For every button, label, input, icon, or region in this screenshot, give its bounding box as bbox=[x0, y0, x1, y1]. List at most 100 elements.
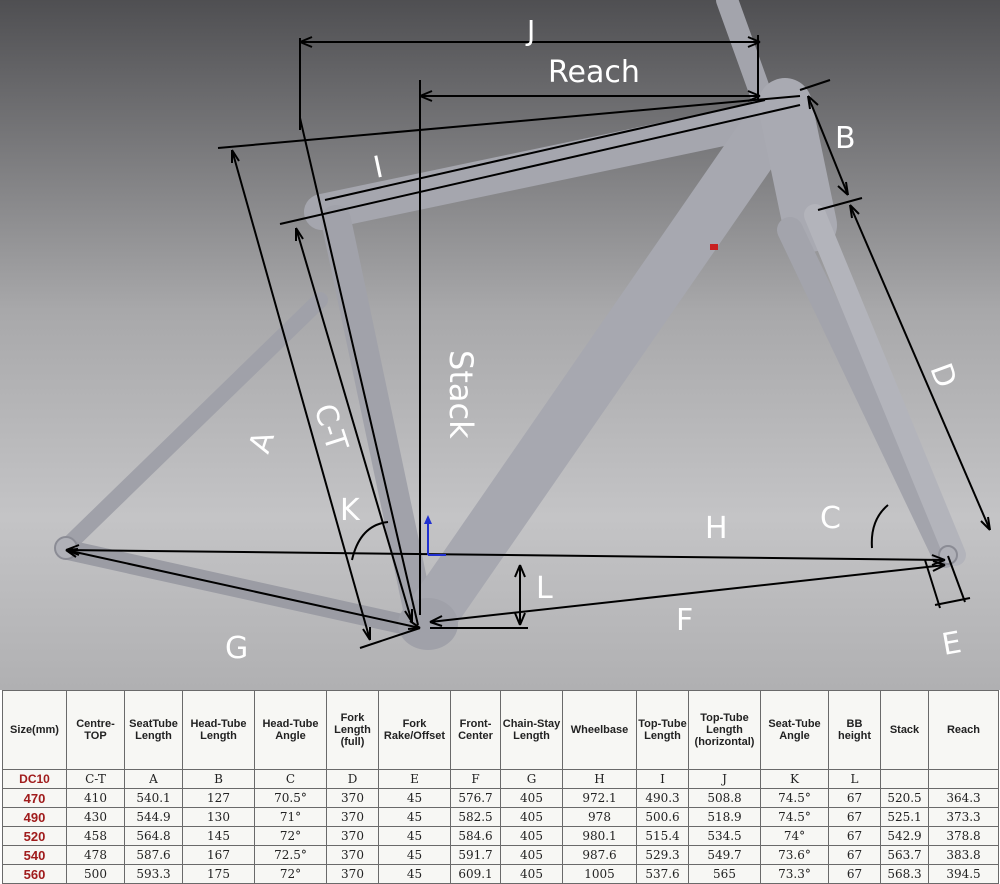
table-cell: B bbox=[182, 769, 255, 789]
red-accent bbox=[710, 244, 718, 250]
label-reach: Reach bbox=[548, 55, 640, 90]
table-cell: 515.4 bbox=[636, 826, 689, 846]
table-cell: F bbox=[450, 769, 501, 789]
col-header: Front-Center bbox=[450, 690, 501, 770]
table-cell: 67 bbox=[828, 826, 881, 846]
table-cell: 410 bbox=[66, 788, 125, 808]
table-cell: 405 bbox=[500, 845, 563, 865]
table-cell: H bbox=[562, 769, 637, 789]
size-cell: DC10 bbox=[2, 769, 67, 789]
table-cell: 563.7 bbox=[880, 845, 929, 865]
col-header: Top-Tube Length (horizontal) bbox=[688, 690, 761, 770]
table-cell: 67 bbox=[828, 807, 881, 827]
table-cell: 540.1 bbox=[124, 788, 183, 808]
col-header: Seat-Tube Angle bbox=[760, 690, 829, 770]
size-cell: 520 bbox=[2, 826, 67, 846]
table-cell: 534.5 bbox=[688, 826, 761, 846]
table-cell: 72° bbox=[254, 826, 327, 846]
label-B: B bbox=[835, 121, 856, 156]
table-cell: 394.5 bbox=[928, 864, 999, 884]
size-cell: 560 bbox=[2, 864, 67, 884]
col-header: Wheelbase bbox=[562, 690, 637, 770]
table-cell: 587.6 bbox=[124, 845, 183, 865]
table-cell: 544.9 bbox=[124, 807, 183, 827]
table-cell: 167 bbox=[182, 845, 255, 865]
dimension-lines bbox=[65, 35, 991, 649]
table-cell: 568.3 bbox=[880, 864, 929, 884]
table-cell: 45 bbox=[378, 788, 451, 808]
table-cell: 1005 bbox=[562, 864, 637, 884]
col-header: Size(mm) bbox=[2, 690, 67, 770]
table-cell bbox=[928, 769, 999, 789]
table-cell: 405 bbox=[500, 864, 563, 884]
col-header: Fork Rake/Offset bbox=[378, 690, 451, 770]
table-cell: I bbox=[636, 769, 689, 789]
table-cell: 127 bbox=[182, 788, 255, 808]
table-cell bbox=[880, 769, 929, 789]
size-cell: 540 bbox=[2, 845, 67, 865]
table-cell: 175 bbox=[182, 864, 255, 884]
label-L: L bbox=[536, 571, 553, 606]
table-header-row: Size(mm) Centre-TOP SeatTube Length Head… bbox=[2, 690, 999, 770]
table-cell: 582.5 bbox=[450, 807, 501, 827]
frame-geometry-diagram: J Reach B I D Stack A C-T K H C L F G E bbox=[0, 0, 1000, 690]
table-cell: L bbox=[828, 769, 881, 789]
table-cell: 490.3 bbox=[636, 788, 689, 808]
table-cell: E bbox=[378, 769, 451, 789]
table-cell: 978 bbox=[562, 807, 637, 827]
table-cell: 373.3 bbox=[928, 807, 999, 827]
table-cell: 364.3 bbox=[928, 788, 999, 808]
seat-stay bbox=[60, 292, 328, 553]
size-cell: 470 bbox=[2, 788, 67, 808]
label-F: F bbox=[676, 603, 693, 638]
table-cell: 564.8 bbox=[124, 826, 183, 846]
label-K: K bbox=[340, 493, 361, 528]
label-H: H bbox=[705, 511, 728, 546]
col-header: BB height bbox=[828, 690, 881, 770]
head-tube bbox=[758, 78, 837, 252]
table-cell: 525.1 bbox=[880, 807, 929, 827]
table-cell: 609.1 bbox=[450, 864, 501, 884]
table-cell: 67 bbox=[828, 788, 881, 808]
table-cell: 378.8 bbox=[928, 826, 999, 846]
table-cell: 74° bbox=[760, 826, 829, 846]
table-cell: D bbox=[326, 769, 379, 789]
table-cell: 70.5° bbox=[254, 788, 327, 808]
table-cell: 73.3° bbox=[760, 864, 829, 884]
table-cell: 500.6 bbox=[636, 807, 689, 827]
table-cell: 370 bbox=[326, 826, 379, 846]
table-cell: 500 bbox=[66, 864, 125, 884]
table-cell: 45 bbox=[378, 864, 451, 884]
table-cell: 370 bbox=[326, 807, 379, 827]
table-cell: C bbox=[254, 769, 327, 789]
table-cell: 518.9 bbox=[688, 807, 761, 827]
origin-marker bbox=[424, 515, 446, 556]
down-tube bbox=[402, 99, 796, 646]
col-header: SeatTube Length bbox=[124, 690, 183, 770]
table-cell: A bbox=[124, 769, 183, 789]
table-cell: 74.5° bbox=[760, 807, 829, 827]
table-cell: 520.5 bbox=[880, 788, 929, 808]
table-cell: 370 bbox=[326, 864, 379, 884]
table-cell: 45 bbox=[378, 826, 451, 846]
table-cell: 478 bbox=[66, 845, 125, 865]
table-cell: K bbox=[760, 769, 829, 789]
table-cell: 458 bbox=[66, 826, 125, 846]
table-cell: 73.6° bbox=[760, 845, 829, 865]
col-header: Fork Length (full) bbox=[326, 690, 379, 770]
table-cell: 972.1 bbox=[562, 788, 637, 808]
table-cell: J bbox=[688, 769, 761, 789]
table-cell: 549.7 bbox=[688, 845, 761, 865]
table-cell: 72° bbox=[254, 864, 327, 884]
table-cell: 405 bbox=[500, 807, 563, 827]
col-header: Head-Tube Angle bbox=[254, 690, 327, 770]
table-cell: 383.8 bbox=[928, 845, 999, 865]
col-header: Centre-TOP bbox=[66, 690, 125, 770]
table-cell: 576.7 bbox=[450, 788, 501, 808]
table-cell: 130 bbox=[182, 807, 255, 827]
table-cell: 565 bbox=[688, 864, 761, 884]
